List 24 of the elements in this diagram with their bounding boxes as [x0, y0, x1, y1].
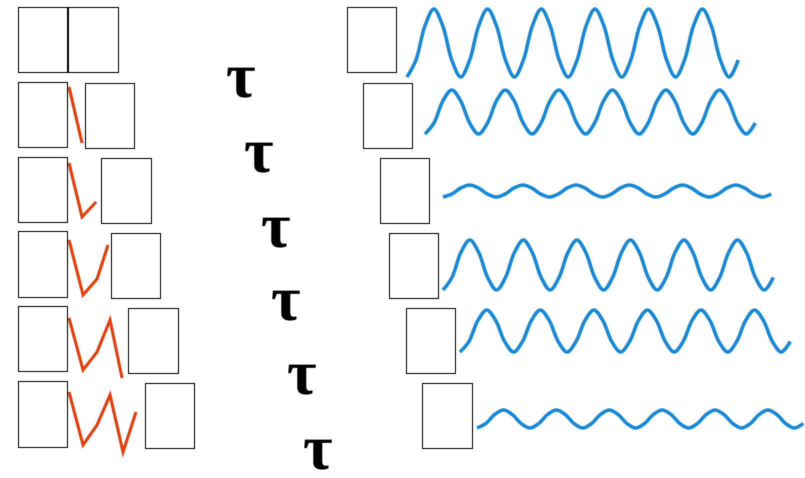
- tau-symbol: τ: [303, 416, 332, 478]
- tau-symbol: τ: [287, 341, 316, 405]
- tau-symbol: τ: [244, 119, 274, 183]
- empty-box: [18, 157, 68, 223]
- empty-box: [363, 83, 413, 149]
- empty-box: [18, 82, 68, 148]
- empty-box: [18, 306, 68, 372]
- tau-symbol: τ: [226, 44, 256, 108]
- empty-box: [111, 233, 161, 299]
- empty-box: [406, 308, 456, 374]
- empty-box: [380, 158, 430, 224]
- tau-symbol: τ: [271, 267, 300, 331]
- tau-symbol: τ: [261, 194, 290, 258]
- empty-box: [347, 7, 397, 73]
- empty-box: [145, 383, 195, 449]
- empty-box: [18, 7, 68, 73]
- empty-box: [85, 83, 135, 149]
- empty-box: [422, 383, 473, 449]
- empty-box: [101, 158, 152, 224]
- empty-box: [18, 381, 68, 448]
- empty-box: [18, 231, 68, 298]
- empty-box: [128, 308, 179, 374]
- empty-box: [68, 7, 119, 73]
- empty-box: [389, 233, 439, 299]
